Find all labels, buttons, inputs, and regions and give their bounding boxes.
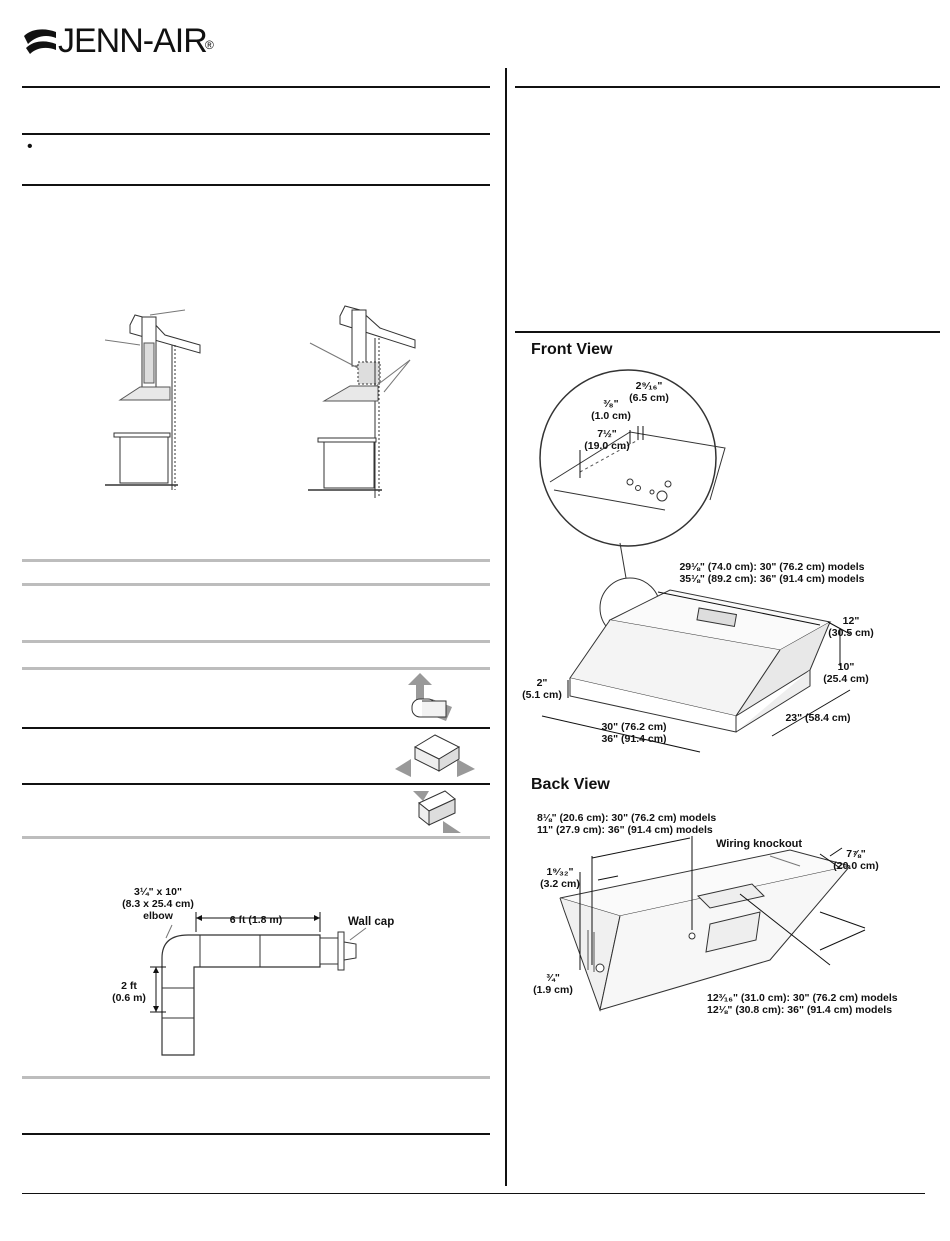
left-rule-5 <box>22 783 490 785</box>
elbow-size-in: 3¼" x 10" <box>134 886 182 898</box>
right-rule-1 <box>515 86 940 88</box>
column-divider <box>505 68 507 1186</box>
back-right-cm: (20.0 cm) <box>833 860 879 872</box>
left-rule-2 <box>22 133 490 135</box>
brand-name: JENN-AIR <box>58 22 208 60</box>
back-top-line-1: 8⅛" (20.6 cm): 30" (76.2 cm) models <box>537 812 717 824</box>
left-grey-rule-4 <box>22 667 490 670</box>
wall-cap-label: Wall cap <box>348 916 395 928</box>
installation-sketch-left <box>104 309 201 490</box>
height-in: 10" <box>837 661 855 673</box>
wiring-knockout-label: Wiring knockout <box>716 838 803 850</box>
front-bottom-width-label: 30" (76.2 cm) 36" (91.4 cm) <box>594 721 674 745</box>
back-right-label: 7⅞" (20.0 cm) <box>830 848 882 872</box>
installation-sketch-right <box>308 305 416 498</box>
depth-top-cm: (30.5 cm) <box>828 627 874 639</box>
round-elbow-duct-icon <box>408 673 452 721</box>
detail-dim-1-in: 2⁹⁄₁₆" <box>635 380 663 392</box>
left-rule-6 <box>22 1133 490 1135</box>
height-cm: (25.4 cm) <box>823 673 869 685</box>
left-rule-4 <box>22 727 490 729</box>
left-grey-rule-5 <box>22 836 490 839</box>
jenn-air-swoosh-icon <box>24 29 56 54</box>
left-grey-rule-2 <box>22 583 490 586</box>
vertical-run-label: 2 ft (0.6 m) <box>108 980 150 1004</box>
left-grey-rule-1 <box>22 559 490 562</box>
lip-in: 2" <box>536 677 548 689</box>
lip-cm: (5.1 cm) <box>522 689 562 701</box>
left-grey-rule-3 <box>22 640 490 643</box>
front-width-line-2: 35⅛" (89.2 cm): 36" (91.4 cm) models <box>679 573 865 585</box>
back-bottom-line-2: 12⅛" (30.8 cm): 36" (91.4 cm) models <box>707 1004 893 1016</box>
straight-duct-icon <box>413 790 461 833</box>
vertical-run-ft: 2 ft <box>121 980 137 992</box>
front-bottom-width-30: 30" (76.2 cm) <box>601 721 667 733</box>
elbow-label: 3¼" x 10" (8.3 x 25.4 cm) elbow <box>118 886 198 922</box>
footer-rule <box>22 1193 925 1194</box>
depth-bottom-label: 23" (58.4 cm) <box>785 712 851 724</box>
back-bottom-label: 12³⁄₁₆" (31.0 cm): 30" (76.2 cm) models … <box>707 992 898 1016</box>
lip-label: 2" (5.1 cm) <box>520 677 564 701</box>
height-label: 10" (25.4 cm) <box>820 661 872 685</box>
back-low-label: ¾" (1.9 cm) <box>528 972 578 996</box>
back-view-drawing <box>559 836 866 1012</box>
back-left-cm: (3.2 cm) <box>540 878 580 890</box>
back-left-label: 1⁹⁄₃₂" (3.2 cm) <box>536 866 584 890</box>
detail-dim-2-cm: (1.0 cm) <box>591 410 631 422</box>
brand-logo: JENN-AIR ® <box>22 18 222 62</box>
right-rule-2 <box>515 331 940 333</box>
left-rule-1 <box>22 86 490 88</box>
detail-dim-1: 2⁹⁄₁₆" (6.5 cm) <box>622 380 676 404</box>
detail-dim-3-cm: (19.0 cm) <box>584 440 630 452</box>
back-left-in: 1⁹⁄₃₂" <box>546 866 574 878</box>
detail-dim-1-cm: (6.5 cm) <box>629 392 669 404</box>
front-width-line-1: 29⅛" (74.0 cm): 30" (76.2 cm) models <box>679 561 865 573</box>
detail-dim-2: ³⁄₈" (1.0 cm) <box>588 398 634 422</box>
detail-dim-3: 7½" (19.0 cm) <box>578 428 636 452</box>
back-low-cm: (1.9 cm) <box>533 984 573 996</box>
rectangular-elbow-duct-icon <box>395 734 475 777</box>
detail-dim-2-in: ³⁄₈" <box>603 398 619 410</box>
bullet: • <box>27 138 33 155</box>
vertical-run-m: (0.6 m) <box>112 992 146 1004</box>
elbow-size-cm: (8.3 x 25.4 cm) <box>122 898 194 910</box>
horizontal-run-label: 6 ft (1.8 m) <box>229 914 283 926</box>
front-width-label: 29⅛" (74.0 cm): 30" (76.2 cm) models 35⅛… <box>662 561 882 585</box>
brand-registered-mark: ® <box>205 38 214 52</box>
back-top-label: 8⅛" (20.6 cm): 30" (76.2 cm) models 11" … <box>537 812 716 836</box>
depth-top-in: 12" <box>842 615 860 627</box>
front-view-title: Front View <box>531 341 613 358</box>
left-rule-3 <box>22 184 490 186</box>
back-view-title: Back View <box>531 776 610 793</box>
back-right-in: 7⅞" <box>846 848 866 860</box>
back-top-line-2: 11" (27.9 cm): 36" (91.4 cm) models <box>537 824 713 836</box>
elbow-text: elbow <box>143 910 173 922</box>
detail-dim-3-in: 7½" <box>597 428 617 440</box>
left-grey-rule-6 <box>22 1076 490 1079</box>
depth-top-label: 12" (30.5 cm) <box>826 615 876 639</box>
back-bottom-line-1: 12³⁄₁₆" (31.0 cm): 30" (76.2 cm) models <box>707 992 898 1004</box>
front-bottom-width-36: 36" (91.4 cm) <box>601 733 667 745</box>
back-low-in: ¾" <box>546 972 560 984</box>
front-view-drawing <box>539 369 851 753</box>
duct-run-diagram <box>150 912 367 1056</box>
